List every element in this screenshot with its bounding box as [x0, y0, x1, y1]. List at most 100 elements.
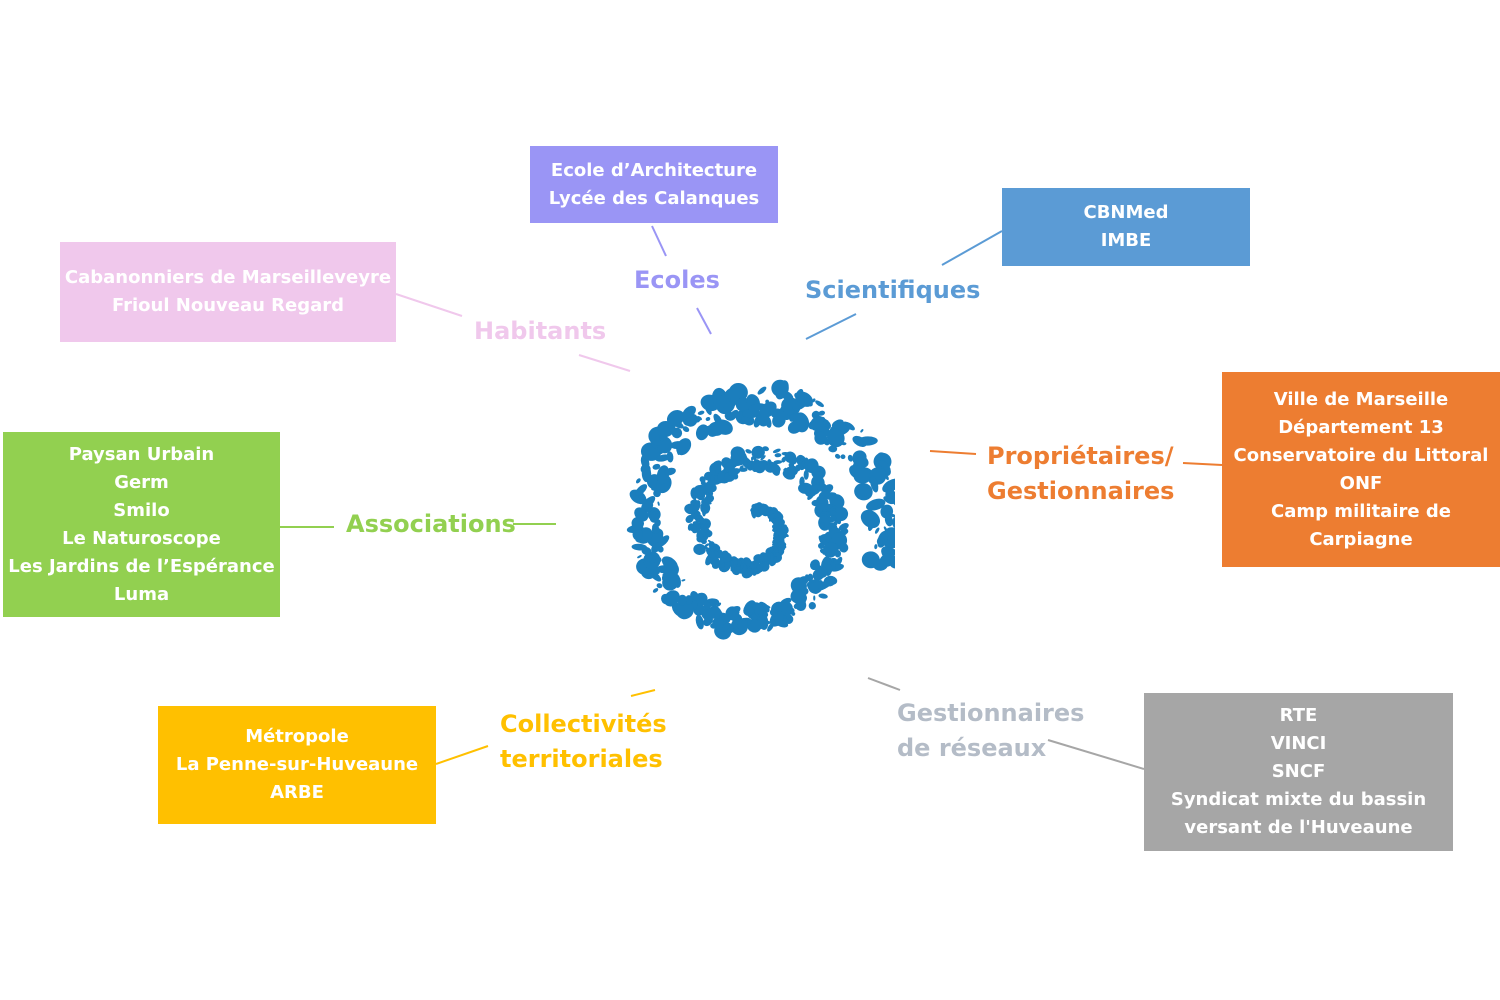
spiral-fragment	[854, 482, 873, 501]
spiral-fragment	[834, 549, 842, 558]
spiral-fragment	[762, 446, 769, 452]
spiral-fragment	[876, 536, 885, 546]
proprietaires-members-box: Ville de Marseille Département 13 Conser…	[1222, 372, 1500, 567]
spiral-fragment	[812, 568, 825, 581]
spiral-fragment	[743, 605, 754, 616]
proprietaires-member: Carpiagne	[1309, 528, 1413, 550]
spiral-fragment	[874, 544, 878, 550]
associations-member: Smilo	[113, 499, 170, 521]
associations-members-box: Paysan Urbain Germ Smilo Le Naturoscope …	[3, 432, 280, 617]
spiral-fragment	[889, 559, 895, 569]
spiral-fragment	[697, 410, 705, 415]
spiral-fragment	[643, 553, 653, 563]
spiral-fragment	[873, 559, 889, 571]
spiral-fragment	[884, 513, 893, 527]
spiral-fragment	[718, 556, 726, 565]
spiral-fragment	[857, 436, 878, 446]
ecoles-member: Lycée des Calanques	[548, 187, 760, 209]
proprietaires-member: Ville de Marseille	[1273, 388, 1449, 410]
spiral-fragment	[805, 421, 809, 425]
spiral-fragment	[781, 397, 801, 416]
scientifiques-label: Scientifiques	[805, 276, 981, 304]
spiral-fragment	[807, 492, 815, 500]
spiral-fragment	[862, 493, 868, 497]
proprietaires-member: ONF	[1339, 472, 1383, 494]
collectivites-member: ARBE	[270, 782, 324, 803]
spiral-fragment	[696, 544, 701, 549]
scientifiques-member: CBNMed	[1083, 202, 1169, 223]
connector-habitants	[395, 293, 631, 372]
spiral-fragment	[764, 416, 772, 428]
spiral-fragment	[839, 542, 849, 553]
spiral-fragment	[840, 454, 846, 460]
spiral-fragment	[652, 511, 659, 515]
spiral-fragment	[818, 410, 826, 416]
spiral-fragment	[872, 482, 879, 489]
spiral-fragment	[767, 622, 774, 632]
spiral-fragment	[845, 422, 855, 431]
reseaux-member: RTE	[1279, 705, 1318, 726]
spiral-fragment	[722, 400, 737, 411]
reseaux-members-box: RTE VINCI SNCF Syndicat mixte du bassin …	[1144, 693, 1453, 851]
spiral-fragment	[685, 514, 694, 523]
spiral-fragment	[798, 605, 803, 611]
spiral-fragment	[792, 412, 810, 433]
spiral-fragment	[699, 476, 706, 483]
proprietaires-label: Propriétaires/ Gestionnaires	[987, 442, 1175, 505]
spiral-fragment	[685, 595, 693, 605]
spiral-fragment	[822, 550, 825, 555]
connector-associations	[280, 523, 556, 528]
spiral-fragment	[860, 509, 881, 529]
spiral-fragment	[745, 449, 752, 454]
associations-member: Le Naturoscope	[62, 527, 221, 549]
spiral-fragment	[661, 593, 670, 605]
spiral-fragment	[887, 488, 895, 506]
spiral-fragment	[769, 608, 778, 617]
spiral-fragment	[710, 623, 717, 629]
spiral-fragment	[803, 469, 809, 480]
spiral-fragment	[687, 523, 694, 531]
spiral-fragment	[790, 577, 807, 594]
spiral-fragment	[779, 519, 785, 526]
spiral-fragment	[676, 438, 692, 456]
spiral-fragment	[714, 419, 733, 435]
spiral-fragment	[656, 583, 663, 589]
habitants-label: Habitants	[474, 317, 607, 345]
spiral-fragment	[734, 626, 740, 633]
spiral-fragment	[635, 484, 648, 496]
spiral-fragment	[758, 601, 770, 613]
ecoles-label: Ecoles	[634, 266, 720, 294]
connector-ecoles	[651, 225, 712, 335]
spiral-fragment	[696, 416, 703, 421]
proprietaires-member: Camp militaire de	[1271, 500, 1451, 522]
spiral-fragment	[806, 581, 819, 594]
spiral-fragment	[774, 453, 782, 458]
reseaux-label: Gestionnaires de réseaux	[897, 699, 1085, 762]
spiral-fragment	[853, 467, 873, 484]
spiral-fragment	[847, 454, 854, 462]
proprietaires-member: Conservatoire du Littoral	[1233, 444, 1489, 466]
spiral-fragment	[657, 501, 660, 506]
collectivites-member: Métropole	[245, 726, 349, 747]
spiral-fragment	[738, 467, 748, 472]
collectivites-label: Collectivités territoriales	[500, 710, 667, 773]
reseaux-member: Syndicat mixte du bassin	[1170, 789, 1427, 810]
spiral-fragment	[783, 533, 788, 539]
associations-member: Paysan Urbain	[68, 443, 215, 465]
spiral-fragment	[666, 410, 685, 427]
spiral-fragment	[681, 579, 686, 582]
spiral-fragment	[818, 542, 825, 550]
spiral-fragment	[772, 448, 781, 454]
collectivites-members-box: Métropole La Penne-sur-Huveaune ARBE	[158, 706, 436, 824]
spiral-fragment	[795, 599, 807, 611]
ecoles-members-box: Ecole d’Architecture Lycée des Calanques	[530, 146, 778, 223]
spiral-fragment	[682, 405, 696, 419]
spiral-fragment	[757, 386, 767, 395]
spiral-fragment	[705, 547, 716, 559]
spiral-fragment	[818, 593, 828, 599]
spiral-fragment	[819, 521, 825, 529]
proprietaires-member: Département 13	[1278, 416, 1444, 438]
spiral-fragment	[635, 478, 641, 484]
spiral-fragment	[818, 535, 827, 546]
